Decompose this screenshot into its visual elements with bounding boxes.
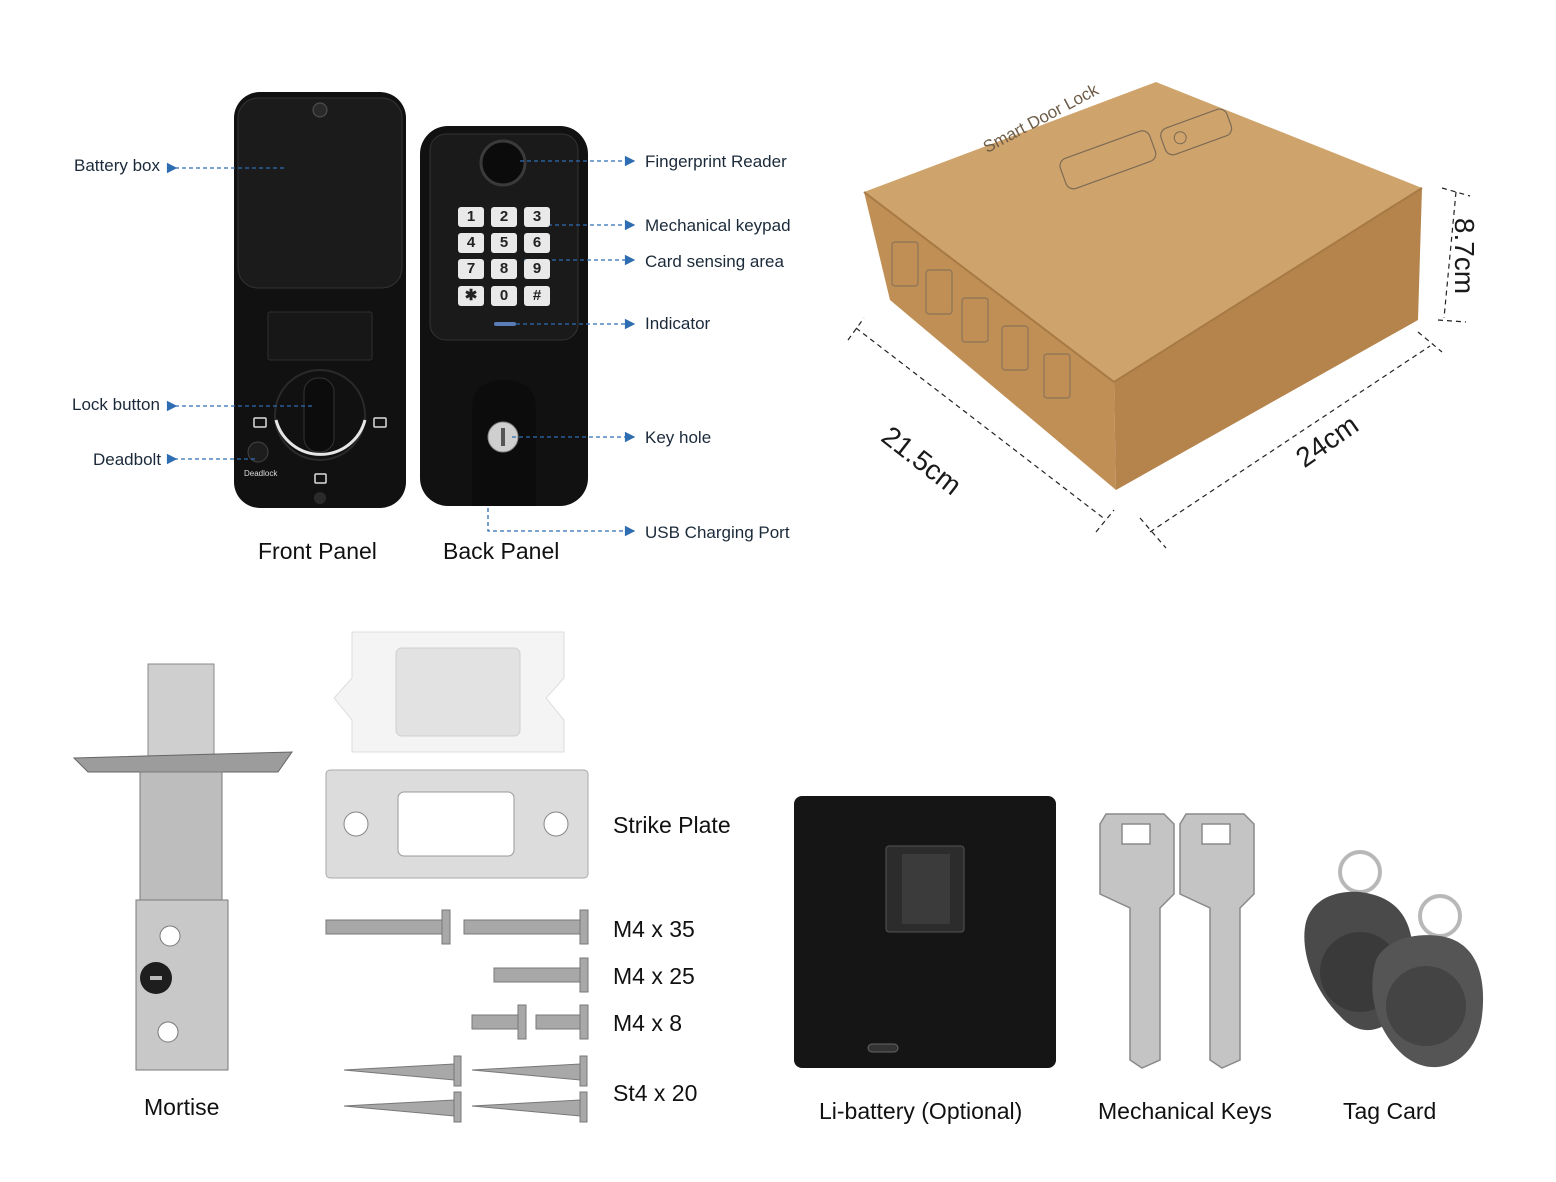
screw-st4x20-label: St4 x 20: [613, 1080, 698, 1106]
box-height-label: 8.7cm: [1449, 217, 1481, 295]
callout-card-sensing-area: Card sensing area: [645, 252, 784, 271]
strike-plate-label: Strike Plate: [613, 812, 731, 838]
box-dimension-lines: [847, 187, 1471, 549]
mortise-image: [72, 663, 293, 1071]
package-box-image: [847, 82, 1471, 549]
keypad-key: 9: [524, 259, 550, 279]
box-lock-drawing: [1059, 108, 1233, 190]
keypad-key: ✱: [458, 286, 484, 306]
strike-parts-image: [325, 631, 589, 1123]
front-panel-image: [234, 92, 406, 508]
tag-card-image: [1304, 850, 1484, 1068]
screw-m4x8-label: M4 x 8: [613, 1010, 683, 1036]
tag-card-caption: Tag Card: [1343, 1098, 1437, 1124]
keypad-key: 3: [524, 207, 550, 227]
back-panel-image: [420, 126, 588, 506]
keypad-key: 8: [491, 259, 517, 279]
callout-fingerprint-reader: Fingerprint Reader: [645, 152, 787, 171]
callout-key-hole: Key hole: [645, 428, 712, 447]
li-battery-image: [794, 796, 1056, 1068]
keypad-key: 1: [458, 207, 484, 227]
keypad-key: 5: [491, 233, 517, 253]
callout-usb-charging-port: USB Charging Port: [645, 523, 790, 542]
keypad-key: 6: [524, 233, 550, 253]
screw-m4x35-label: M4 x 35: [613, 916, 695, 942]
keypad-key: 2: [491, 207, 517, 227]
screw-m4x25-label: M4 x 25: [613, 963, 695, 989]
back-panel-caption: Back Panel: [443, 538, 560, 564]
callout-deadbolt: Deadbolt: [93, 450, 162, 469]
mortise-caption: Mortise: [144, 1094, 220, 1120]
callout-indicator: Indicator: [645, 314, 711, 333]
keypad-key: #: [524, 286, 550, 306]
front-panel-caption: Front Panel: [258, 538, 377, 564]
keypad-key: 7: [458, 259, 484, 279]
callout-mechanical-keypad: Mechanical keypad: [645, 216, 791, 235]
screws: [325, 909, 589, 1123]
keys-caption: Mechanical Keys: [1098, 1098, 1272, 1124]
lock-diagram: [166, 92, 636, 537]
keypad-key: 4: [458, 233, 484, 253]
mechanical-keys-image: [1099, 813, 1255, 1069]
keypad-key: 0: [491, 286, 517, 306]
battery-caption: Li-battery (Optional): [819, 1098, 1023, 1124]
box-feature-icons: [891, 241, 1071, 399]
deadlock-mark: Deadlock: [244, 469, 278, 478]
callout-lock-button: Lock button: [72, 395, 160, 414]
callout-battery-box: Battery box: [74, 156, 160, 175]
